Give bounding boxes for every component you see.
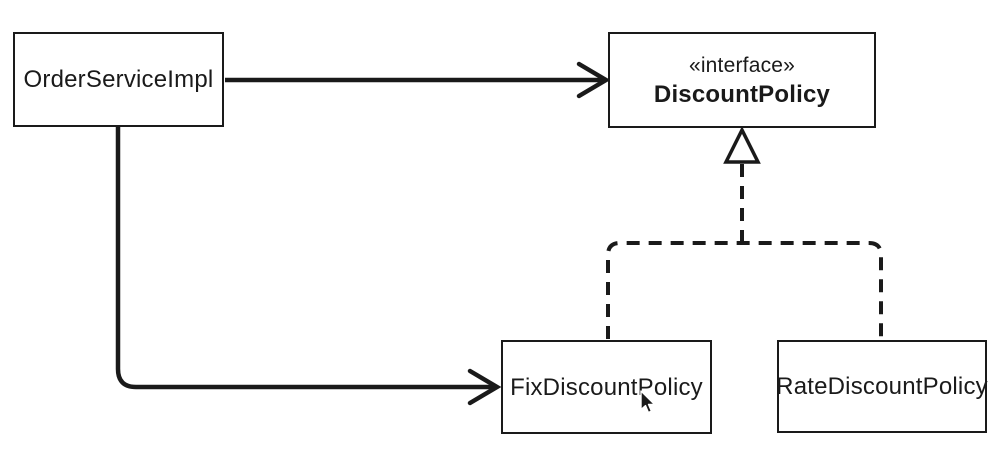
realization-dashed-lines: [606, 164, 883, 339]
dependency-arrow-order-to-discountpolicy: [225, 61, 611, 99]
class-node-rate-discount-policy: RateDiscountPolicy: [776, 340, 988, 433]
interface-stereotype-label: «interface»: [688, 54, 796, 77]
dependency-arrow-order-to-fixdiscountpolicy: [115, 126, 502, 406]
class-name-label: OrderServiceImpl: [23, 66, 214, 93]
class-node-order-service-impl: OrderServiceImpl: [13, 32, 224, 127]
interface-node-discount-policy: «interface» DiscountPolicy: [608, 32, 876, 128]
realization-triangle-arrowhead: [723, 126, 761, 164]
interface-name-label: DiscountPolicy: [653, 81, 831, 108]
class-node-fix-discount-policy: FixDiscountPolicy: [501, 340, 712, 434]
class-name-label: RateDiscountPolicy: [776, 373, 988, 400]
class-name-label: FixDiscountPolicy: [510, 373, 703, 401]
